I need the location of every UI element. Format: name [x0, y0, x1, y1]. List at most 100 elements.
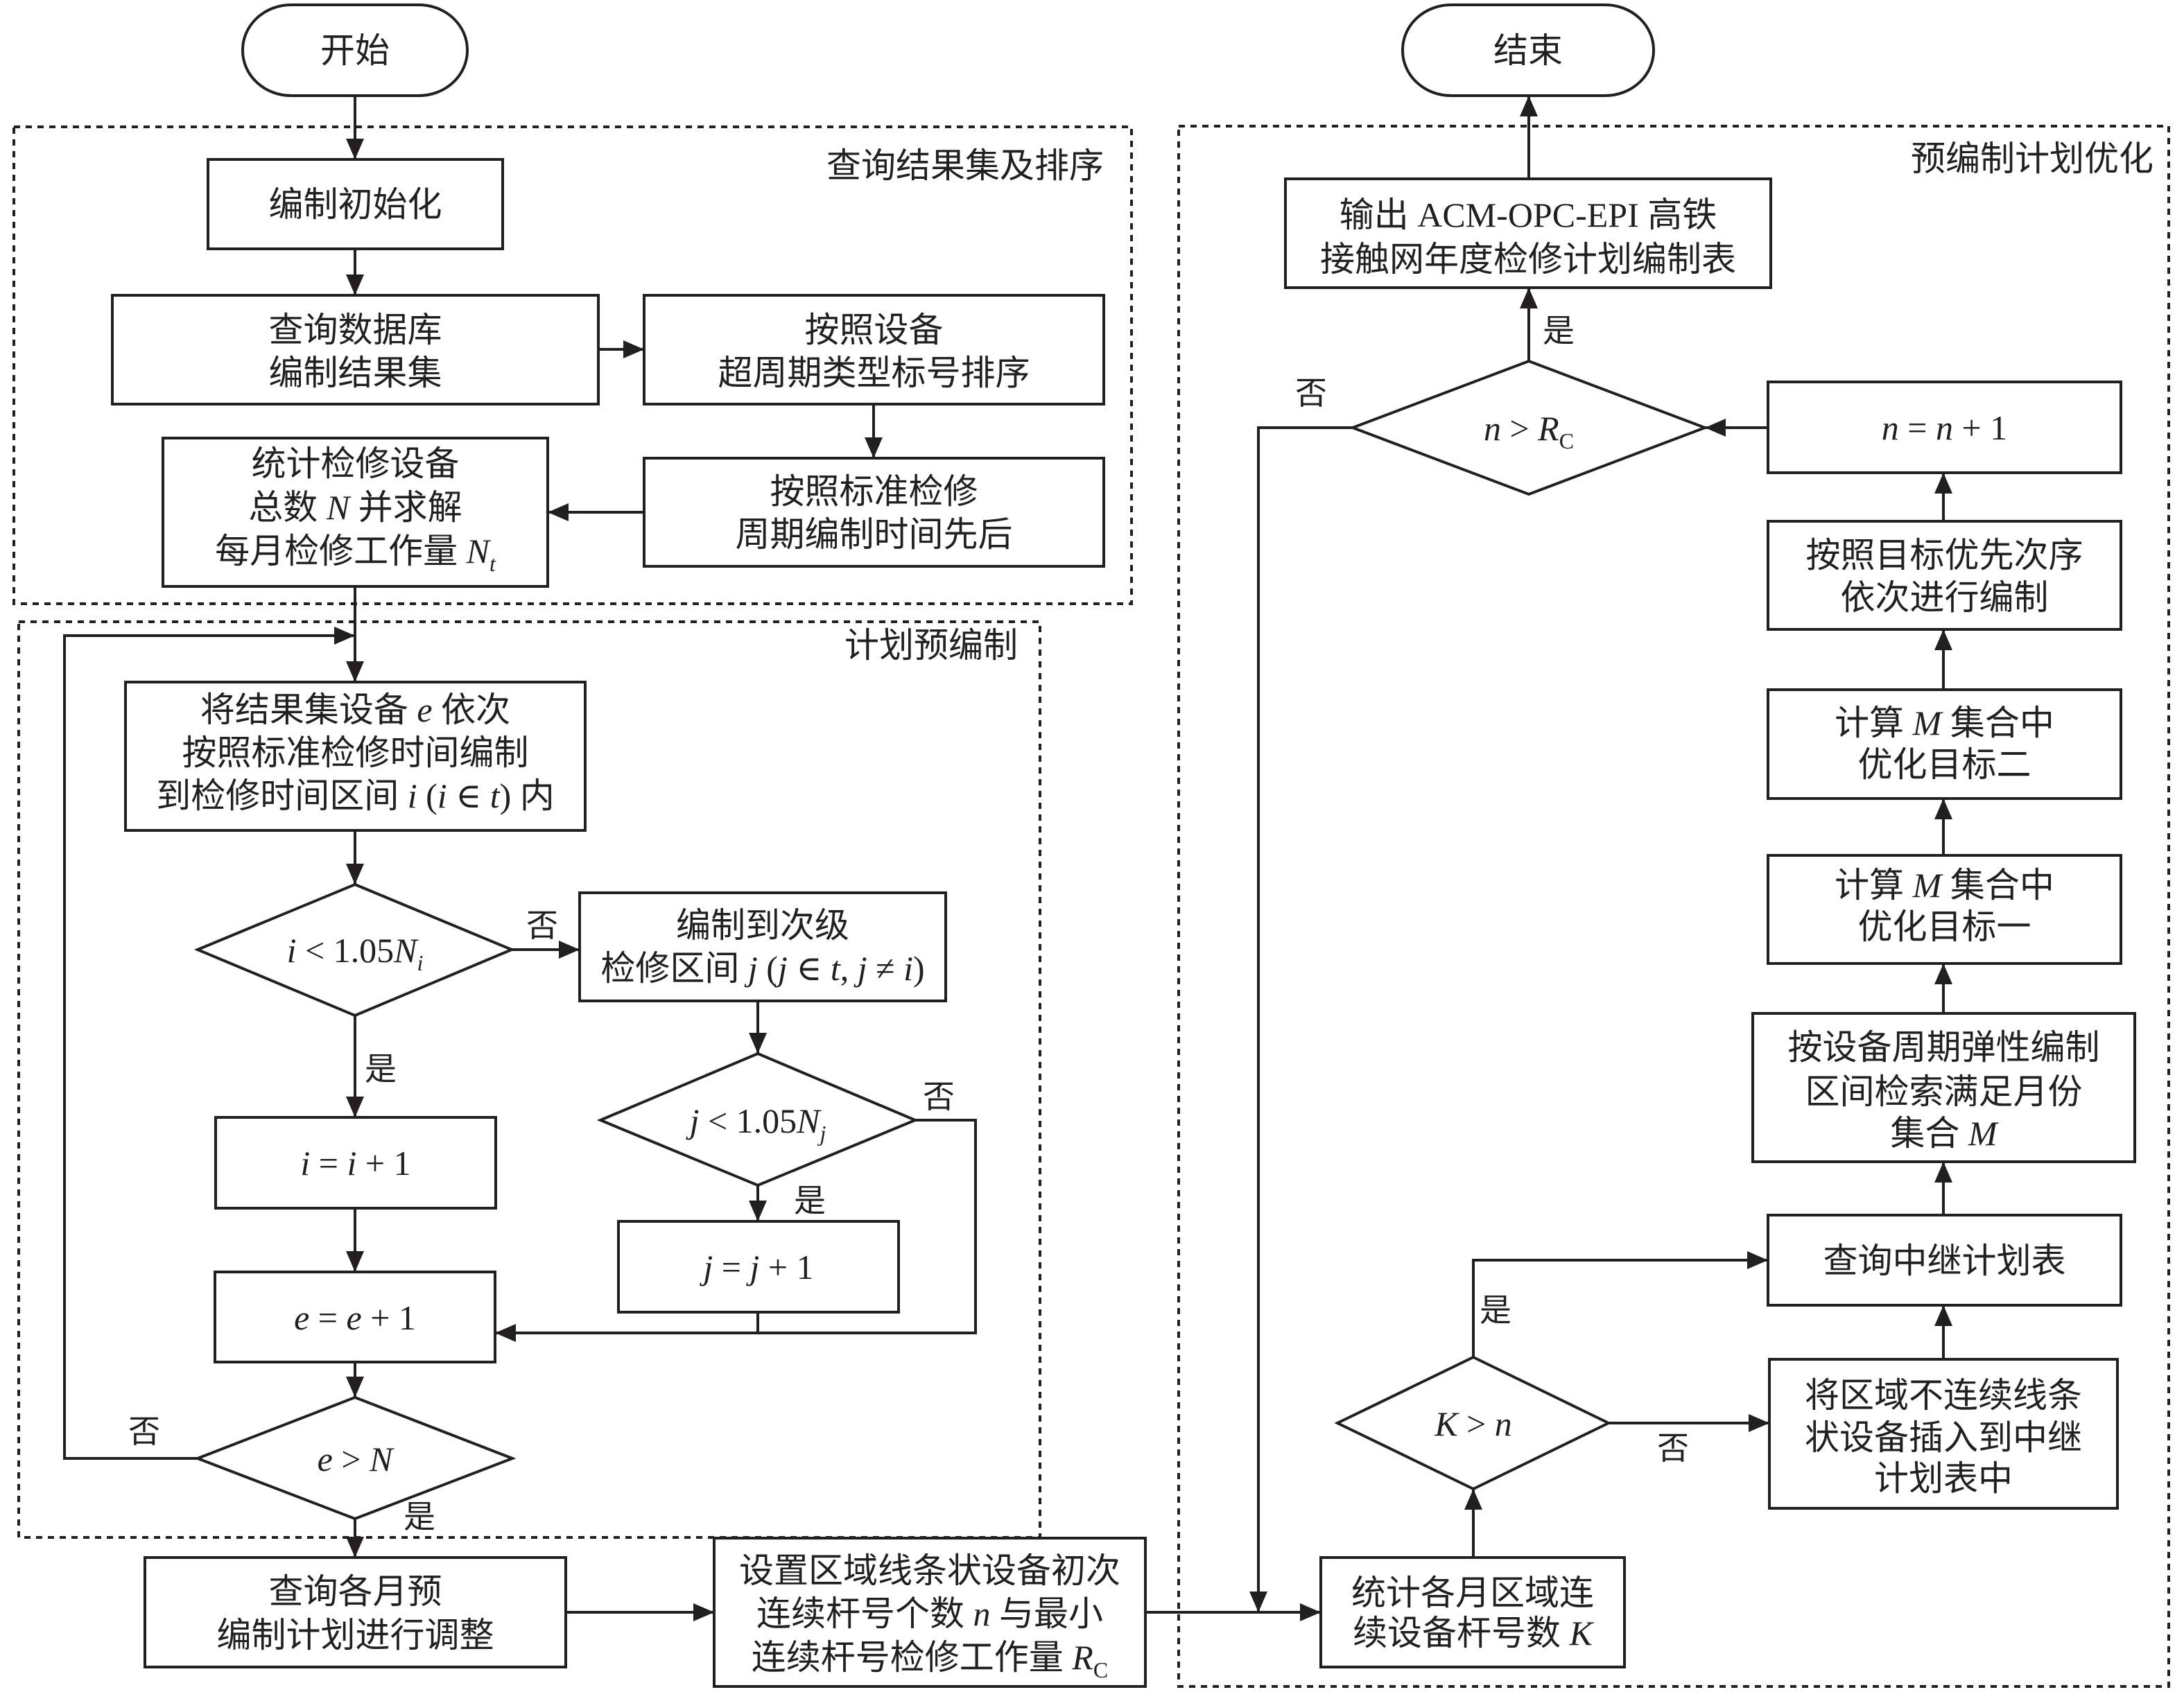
- node-text-line: j < 1.05Nj: [686, 1101, 826, 1146]
- edge-label-check-i-yes: 是: [365, 1052, 397, 1087]
- node-text-line: 接触网年度检修计划编制表: [1320, 240, 1736, 279]
- math-variable: M: [1968, 1114, 1999, 1153]
- process-box-set-params: [713, 1537, 1147, 1688]
- text-segment: =: [1899, 408, 1936, 447]
- group-query-sort: 查询结果集及排序: [12, 125, 1133, 605]
- text-segment: ,: [840, 949, 858, 988]
- math-variable: n: [1495, 1404, 1512, 1443]
- text-segment: 到检修时间区间: [156, 776, 408, 815]
- node-text-line: 查询各月预: [269, 1572, 442, 1611]
- text-segment: < 1.05: [699, 1101, 797, 1140]
- text-segment: ≠: [867, 949, 903, 988]
- node-text-line: 检修区间 j (j ∈ t, j ≠ i): [600, 949, 924, 988]
- node-text-line: 查询数据库: [269, 311, 442, 349]
- text-segment: 集合中: [1941, 704, 2054, 742]
- node-inc-e: e = e + 1: [214, 1271, 496, 1363]
- terminal-start: 开始: [241, 3, 469, 97]
- text-segment: >: [1458, 1404, 1495, 1443]
- math-variable: t: [831, 949, 841, 988]
- text-segment: 将结果集设备: [200, 690, 417, 729]
- text-segment: + 1: [759, 1248, 813, 1287]
- text-segment: 集合: [1890, 1114, 1968, 1153]
- node-text-line: 按照标准检修: [770, 472, 978, 511]
- node-text-line: j = j + 1: [699, 1248, 813, 1287]
- process-box-inc-j: [617, 1220, 900, 1314]
- math-variable: n: [1484, 409, 1501, 448]
- node-text-line: e = e + 1: [294, 1298, 416, 1337]
- node-count-k: 统计各月区域连 续设备杆号数 K: [1319, 1556, 1626, 1668]
- node-text-line: 将结果集设备 e 依次: [200, 690, 510, 729]
- text-segment: 检修区间: [600, 949, 748, 988]
- text-segment: 续设备杆号数: [1353, 1614, 1570, 1652]
- edge-label-check-e-yes: 是: [404, 1499, 435, 1535]
- math-variable: i: [903, 949, 913, 988]
- node-text-line: 区间检索满足月份: [1805, 1072, 2083, 1111]
- math-variable: i: [347, 1144, 357, 1183]
- edge-label-check-k-no: 否: [1657, 1431, 1689, 1466]
- node-text-line: 按照目标优先次序: [1806, 536, 2083, 575]
- text-segment: =: [309, 1298, 346, 1337]
- text-segment: >: [333, 1440, 370, 1479]
- terminal-text-end: 结束: [1493, 31, 1563, 70]
- node-text-line: 输出 ACM-OPC-EPI 高铁: [1340, 195, 1717, 234]
- text-segment: + 1: [1953, 408, 2007, 447]
- node-text-line: 编制计划进行调整: [217, 1616, 494, 1655]
- node-text-line: 优化目标二: [1858, 745, 2031, 784]
- process-box-adjust: [144, 1556, 567, 1668]
- process-box-inc-n: [1767, 381, 2122, 474]
- node-text-line: 优化目标一: [1858, 907, 2031, 946]
- node-text-line: 计算 M 集合中: [1835, 866, 2054, 905]
- terminal-text-start: 开始: [320, 31, 390, 70]
- text-segment: 计算: [1835, 866, 1913, 905]
- math-variable: i: [437, 776, 447, 815]
- edge-label-check-n-yes: 是: [1543, 313, 1575, 349]
- node-text-line: 连续杆号个数 n 与最小: [756, 1594, 1103, 1633]
- node-text-line: i < 1.05Ni: [287, 931, 424, 975]
- text-segment: =: [310, 1144, 347, 1183]
- text-segment: 并求解: [349, 488, 462, 527]
- node-output: 输出 ACM-OPC-EPI 高铁 接触网年度检修计划编制表: [1284, 177, 1772, 289]
- text-segment: 连续杆号检修工作量: [752, 1638, 1073, 1677]
- group-frame-pre-compile: [17, 620, 1041, 1539]
- edge-label-check-j-yes: 是: [794, 1183, 826, 1219]
- text-segment: 总数: [248, 488, 327, 527]
- process-box-next-level: [578, 891, 947, 1002]
- node-text-line: n = n + 1: [1882, 408, 2007, 447]
- node-retrieve-m: 按设备周期弹性编制 区间检索满足月份 集合 M: [1751, 1012, 2136, 1163]
- process-box-inc-e: [214, 1271, 496, 1363]
- node-text-line: 集合 M: [1890, 1114, 1999, 1153]
- terminal-end: 结束: [1401, 3, 1655, 97]
- node-obj1: 计算 M 集合中 优化目标一: [1767, 854, 2122, 965]
- math-variable: N: [369, 1440, 395, 1479]
- node-text-line: 总数 N 并求解: [248, 488, 462, 527]
- node-stat-total: 统计检修设备 总数 N 并求解 每月检修工作量 Nt: [162, 437, 549, 588]
- math-variable: e: [347, 1298, 362, 1337]
- math-subscript: j: [817, 1121, 826, 1146]
- node-obj2: 计算 M 集合中 优化目标二: [1767, 688, 2122, 800]
- node-check-e: e > N: [193, 1395, 517, 1521]
- node-text-line: n > RC: [1484, 409, 1574, 453]
- math-variable: N: [466, 532, 492, 570]
- text-segment: >: [1501, 409, 1538, 448]
- node-text-line: 编制到次级: [676, 906, 849, 945]
- edge-label-check-i-no: 否: [526, 908, 558, 943]
- process-box-output: [1284, 177, 1772, 289]
- text-segment: 每月检修工作量: [215, 532, 467, 570]
- node-text-line: 连续杆号检修工作量 RC: [752, 1638, 1108, 1682]
- text-segment: < 1.05: [296, 931, 394, 970]
- math-variable: n: [1936, 408, 1953, 447]
- edge-label-check-j-no: 否: [923, 1079, 955, 1115]
- node-relay-query: 查询中继计划表: [1767, 1214, 2122, 1307]
- node-text-line: 计算 M 集合中: [1835, 704, 2054, 742]
- group-label-pre-compile: 计划预编制: [844, 626, 1018, 665]
- node-check-j: j < 1.05Nj: [596, 1052, 919, 1187]
- edge-label-check-e-no: 否: [128, 1414, 160, 1449]
- node-check-i: i < 1.05Ni: [193, 882, 516, 1018]
- math-variable: t: [490, 776, 501, 815]
- arrow-check-k-yes: [1472, 1251, 1768, 1357]
- arrow-check-j-no: [495, 1119, 977, 1342]
- node-query-db: 查询数据库 编制结果集: [111, 294, 600, 405]
- text-segment: + 1: [356, 1144, 410, 1183]
- group-pre-compile: 计划预编制: [17, 620, 1041, 1539]
